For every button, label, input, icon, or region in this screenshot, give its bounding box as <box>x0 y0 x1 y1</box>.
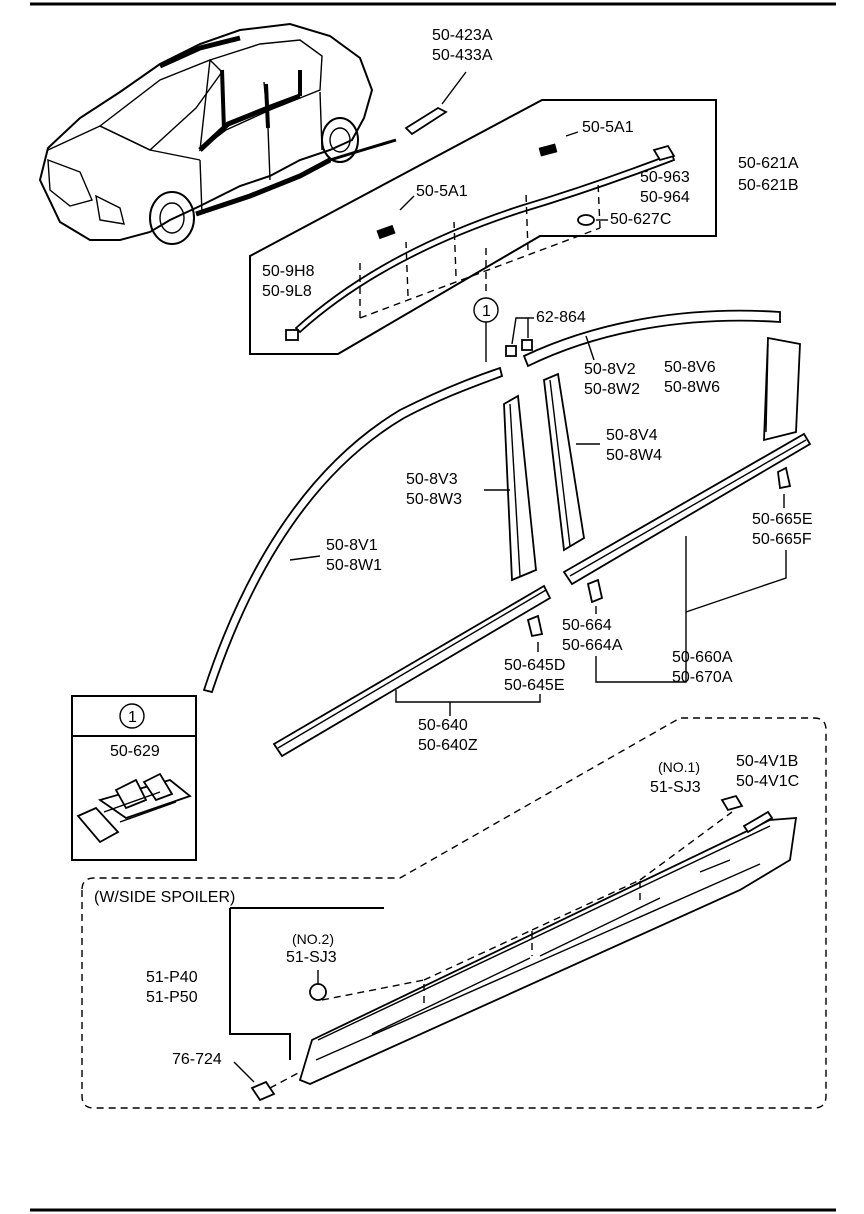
label-51-SJ3-no2: 51-SJ3 <box>286 949 337 966</box>
label-50-433A: 50-433A <box>432 47 493 64</box>
label-50-5A1-mid: 50-5A1 <box>416 183 468 200</box>
label-51-SJ3-no1: 51-SJ3 <box>650 779 701 796</box>
label-no1: (NO.1) <box>658 759 700 775</box>
label-50-640Z: 50-640Z <box>418 737 478 754</box>
label-50-963: 50-963 <box>640 169 690 186</box>
roof-end-piece <box>404 71 467 136</box>
label-50-621B: 50-621B <box>738 177 799 194</box>
label-50-8W2: 50-8W2 <box>584 381 640 398</box>
pillar-50-8V4 <box>543 372 585 552</box>
label-50-645E: 50-645E <box>504 677 565 694</box>
detail-box-1: 1 50-629 <box>71 695 197 861</box>
label-50-665F: 50-665F <box>752 531 812 548</box>
label-50-621A: 50-621A <box>738 155 799 172</box>
label-50-8W6: 50-8W6 <box>664 379 720 396</box>
label-51-P40: 51-P40 <box>146 969 198 986</box>
molding-50-8V1 <box>202 366 504 694</box>
label-50-964: 50-964 <box>640 189 690 206</box>
label-50-9H8: 50-9H8 <box>262 263 315 280</box>
label-50-8V6: 50-8V6 <box>664 359 716 376</box>
label-50-8V2: 50-8V2 <box>584 361 636 378</box>
label-50-645D: 50-645D <box>504 657 565 674</box>
label-51-P50: 51-P50 <box>146 989 198 1006</box>
label-50-664: 50-664 <box>562 617 612 634</box>
label-50-629: 50-629 <box>110 743 160 760</box>
roof-molding-group <box>249 99 717 355</box>
detail-box-callout: 1 <box>128 709 137 726</box>
label-50-665E: 50-665E <box>752 511 813 528</box>
label-50-4V1C: 50-4V1C <box>736 773 799 790</box>
car-illustration <box>38 22 397 245</box>
label-no2: (NO.2) <box>292 931 334 947</box>
belt-molding-rear <box>562 432 812 614</box>
label-50-627C: 50-627C <box>610 211 671 228</box>
garnish-50-8V6 <box>763 336 801 442</box>
label-50-660A: 50-660A <box>672 649 733 666</box>
label-50-640: 50-640 <box>418 717 468 734</box>
label-50-9L8: 50-9L8 <box>262 283 312 300</box>
label-50-423A: 50-423A <box>432 27 493 44</box>
label-50-8W1: 50-8W1 <box>326 557 382 574</box>
label-50-8W4: 50-8W4 <box>606 447 662 464</box>
molding-50-8V2 <box>522 309 781 368</box>
label-50-8V4: 50-8V4 <box>606 427 658 444</box>
belt-molding-front <box>272 584 552 758</box>
label-50-8V3: 50-8V3 <box>406 471 458 488</box>
label-50-4V1B: 50-4V1B <box>736 753 798 770</box>
label-50-5A1-top: 50-5A1 <box>582 119 634 136</box>
label-50-664A: 50-664A <box>562 637 623 654</box>
label-side-spoiler: (W/SIDE SPOILER) <box>94 889 235 906</box>
label-50-8W3: 50-8W3 <box>406 491 462 508</box>
label-62-864: 62-864 <box>536 309 586 326</box>
label-50-670A: 50-670A <box>672 669 733 686</box>
callout-1-label: 1 <box>482 303 491 320</box>
side-spoiler-group <box>81 717 827 1109</box>
label-76-724: 76-724 <box>172 1051 222 1068</box>
label-50-8V1: 50-8V1 <box>326 537 378 554</box>
pillar-50-8V3 <box>503 394 537 582</box>
adhesive-pads <box>505 317 534 357</box>
